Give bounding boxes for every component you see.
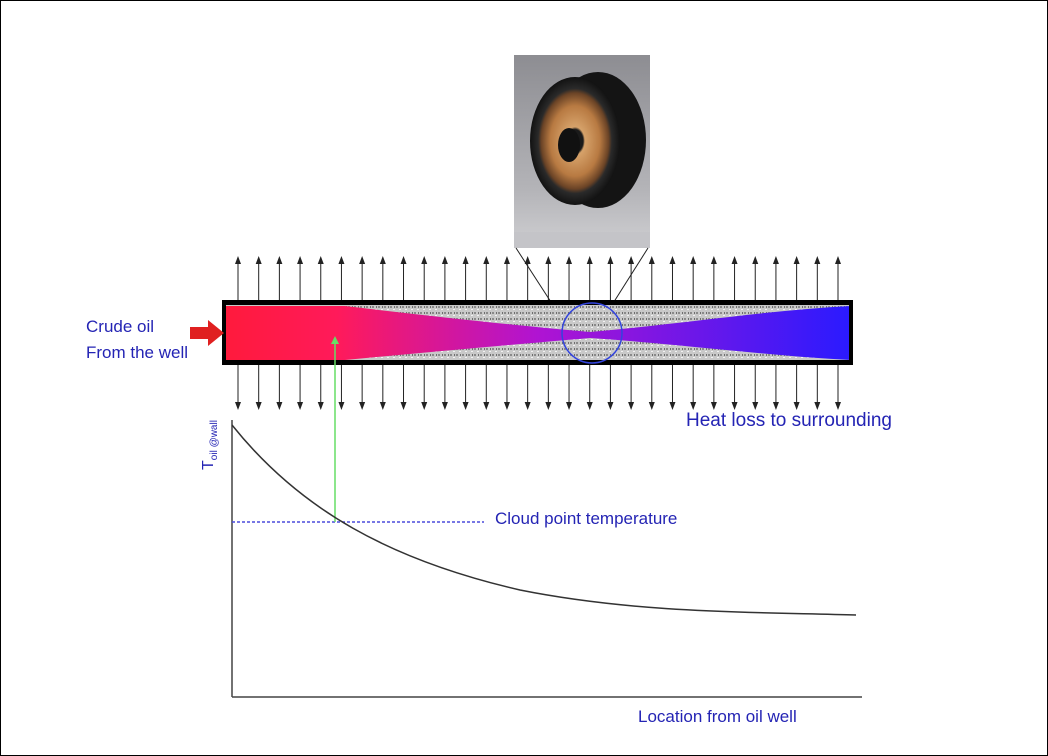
heat-arrow-up-icon: [772, 256, 779, 300]
heat-arrow-down-icon: [379, 365, 386, 410]
heat-arrow-up-icon: [566, 256, 573, 300]
heat-loss-arrows: [235, 256, 841, 410]
y-axis-label-sub: oil @wall: [209, 420, 221, 461]
heat-arrow-up-icon: [814, 256, 821, 300]
heat-arrow-down-icon: [297, 365, 304, 410]
red-arrow-icon: [190, 320, 224, 346]
heat-arrow-down-icon: [276, 365, 283, 410]
heat-arrow-down-icon: [669, 365, 676, 410]
heat-loss-label: Heat loss to surrounding: [686, 410, 892, 431]
heat-arrow-down-icon: [483, 365, 490, 410]
heat-arrow-down-icon: [255, 365, 262, 410]
heat-arrow-down-icon: [359, 365, 366, 410]
crude-oil-label-line2: From the well: [86, 343, 189, 362]
heat-arrow-up-icon: [255, 256, 262, 300]
heat-arrow-up-icon: [607, 256, 614, 300]
crude-oil-label-line1: Crude oil: [86, 317, 155, 336]
heat-arrow-up-icon: [628, 256, 635, 300]
heat-arrow-up-icon: [835, 256, 841, 300]
heat-arrow-up-icon: [297, 256, 304, 300]
heat-arrow-up-icon: [441, 256, 448, 300]
cloud-point-label: Cloud point temperature: [495, 509, 678, 528]
zoom-circle: [561, 302, 623, 364]
heat-arrow-down-icon: [545, 365, 552, 410]
heat-arrow-down-icon: [524, 365, 531, 410]
heat-arrow-down-icon: [772, 365, 779, 410]
heat-arrow-down-icon: [690, 365, 697, 410]
heat-arrow-up-icon: [752, 256, 759, 300]
pipe-cross-section-photo: [514, 55, 650, 248]
heat-arrow-up-icon: [276, 256, 283, 300]
heat-arrow-down-icon: [503, 365, 510, 410]
crude-oil-label: Crude oil From the well: [86, 314, 188, 366]
heat-arrow-up-icon: [317, 256, 324, 300]
heat-arrow-up-icon: [669, 256, 676, 300]
heat-arrow-up-icon: [338, 256, 345, 300]
heat-arrow-down-icon: [835, 365, 841, 410]
heat-arrow-down-icon: [566, 365, 573, 410]
heat-arrow-up-icon: [545, 256, 552, 300]
heat-arrow-down-icon: [607, 365, 614, 410]
heat-arrow-down-icon: [441, 365, 448, 410]
heat-arrow-up-icon: [710, 256, 717, 300]
heat-arrow-down-icon: [235, 365, 241, 410]
heat-arrow-up-icon: [586, 256, 593, 300]
heat-arrow-up-icon: [235, 256, 241, 300]
x-axis-label: Location from oil well: [638, 707, 797, 726]
heat-arrow-up-icon: [379, 256, 386, 300]
heat-arrow-down-icon: [793, 365, 800, 410]
y-axis-label: Toil @wall: [200, 420, 220, 470]
heat-arrow-down-icon: [317, 365, 324, 410]
heat-arrow-down-icon: [814, 365, 821, 410]
heat-arrow-down-icon: [752, 365, 759, 410]
heat-arrow-up-icon: [503, 256, 510, 300]
heat-arrow-down-icon: [710, 365, 717, 410]
heat-arrow-up-icon: [524, 256, 531, 300]
heat-arrow-down-icon: [421, 365, 428, 410]
heat-arrow-down-icon: [400, 365, 407, 410]
heat-arrow-up-icon: [731, 256, 738, 300]
y-axis-label-main: T: [200, 460, 217, 470]
heat-arrow-down-icon: [628, 365, 635, 410]
heat-arrow-down-icon: [338, 365, 345, 410]
heat-arrow-up-icon: [690, 256, 697, 300]
heat-arrow-up-icon: [421, 256, 428, 300]
pipe: [222, 300, 853, 365]
heat-arrow-down-icon: [648, 365, 655, 410]
heat-arrow-up-icon: [483, 256, 490, 300]
heat-arrow-down-icon: [462, 365, 469, 410]
heat-arrow-up-icon: [648, 256, 655, 300]
heat-arrow-up-icon: [359, 256, 366, 300]
heat-arrow-up-icon: [793, 256, 800, 300]
temperature-curve: [231, 424, 857, 616]
heat-arrow-up-icon: [400, 256, 407, 300]
heat-arrow-down-icon: [586, 365, 593, 410]
heat-arrow-down-icon: [731, 365, 738, 410]
heat-arrow-up-icon: [462, 256, 469, 300]
